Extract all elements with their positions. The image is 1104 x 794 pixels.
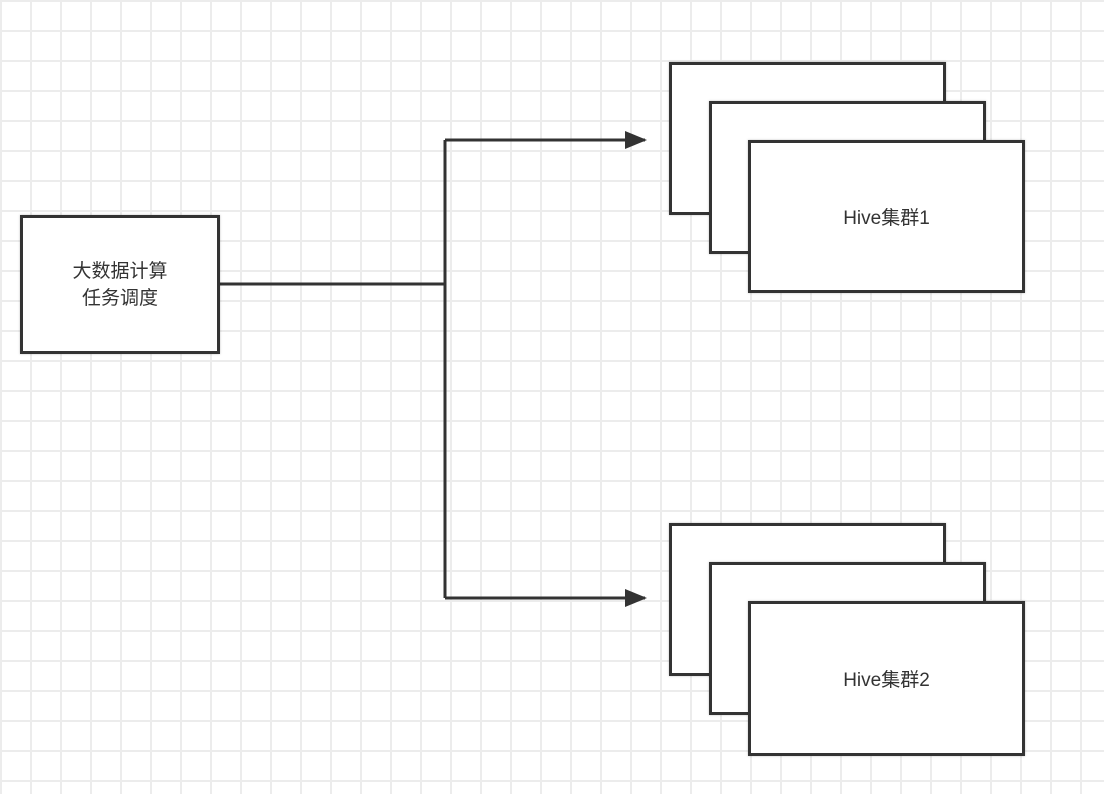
- cluster1-node: Hive集群1: [748, 140, 1025, 293]
- scheduler-label-line1: 大数据计算: [72, 260, 168, 282]
- scheduler-label-line2: 任务调度: [81, 287, 158, 309]
- scheduler-node: 大数据计算 任务调度: [20, 215, 220, 354]
- cluster2-node: Hive集群2: [748, 601, 1025, 756]
